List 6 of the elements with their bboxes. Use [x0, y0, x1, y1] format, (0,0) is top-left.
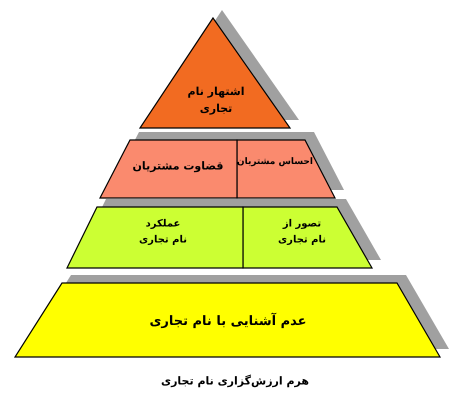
tier-label: عدم آشنایی با نام تجاری — [148, 312, 308, 331]
tier-label: اشتهار نام تجاری — [186, 84, 246, 117]
tier-label: عملکرد نام تجاری — [138, 218, 188, 247]
caption: هرم ارزش‌گزاری نام تجاری — [161, 373, 309, 390]
tier-label: تصور از نام تجاری — [277, 218, 327, 247]
tier-label: قضاوت مشتریان — [132, 158, 224, 174]
